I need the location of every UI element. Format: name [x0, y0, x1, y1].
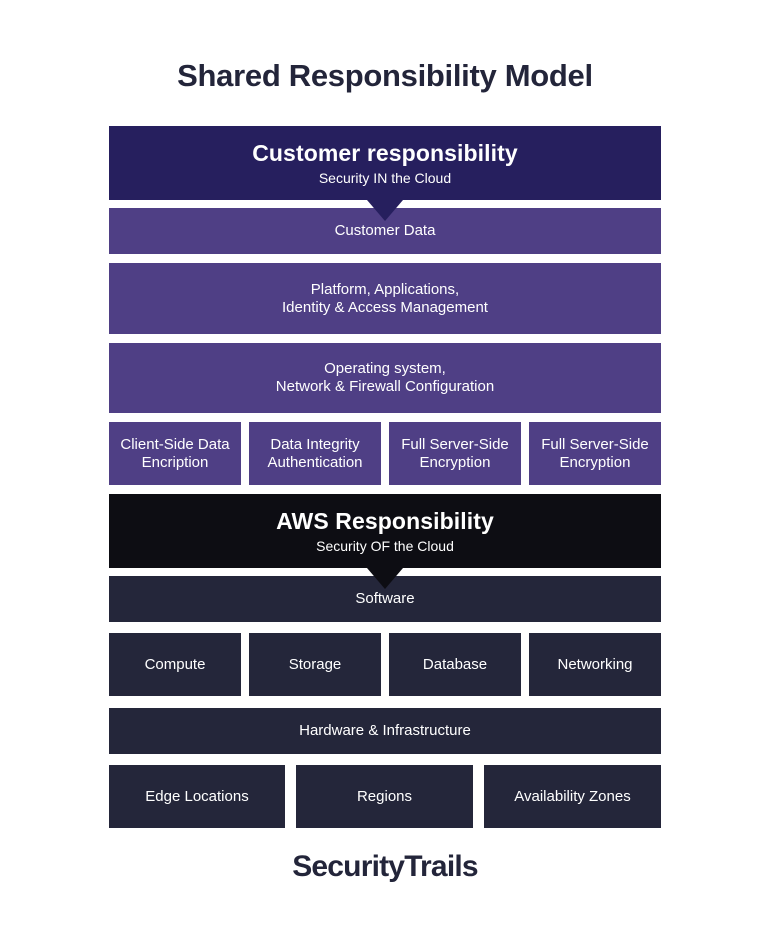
service-cell: Database	[389, 633, 521, 696]
service-label: Database	[422, 655, 488, 673]
encryption-cell: Full Server-Side Encryption	[389, 422, 521, 485]
platform-row: Platform, Applications, Identity & Acces…	[109, 263, 661, 334]
encryption-cell: Client-Side Data Encription	[109, 422, 241, 485]
software-label: Software	[355, 590, 415, 607]
service-label: Storage	[288, 655, 342, 673]
securitytrails-logo: SecurityTrails	[292, 850, 478, 883]
customer-data-label: Customer Data	[334, 222, 436, 239]
encryption-cell-label: Full Server-Side Encryption	[401, 435, 509, 471]
encryption-cell-label: Client-Side Data Encription	[120, 435, 230, 471]
customer-header-subtitle: Security IN the Cloud	[318, 170, 452, 186]
customer-header-arrow	[367, 200, 403, 221]
hardware-label: Hardware & Infrastructure	[299, 722, 471, 739]
customer-header: Customer responsibility Security IN the …	[109, 126, 661, 200]
service-cell: Storage	[249, 633, 381, 696]
aws-header-arrow	[367, 568, 403, 589]
infra-cell: Regions	[296, 765, 473, 828]
infra-label: Regions	[356, 787, 413, 805]
service-cell: Compute	[109, 633, 241, 696]
encryption-cell: Data Integrity Authentication	[249, 422, 381, 485]
aws-header-subtitle: Security OF the Cloud	[316, 538, 454, 554]
platform-label: Platform, Applications, Identity & Acces…	[282, 280, 488, 316]
aws-header: AWS Responsibility Security OF the Cloud	[109, 494, 661, 568]
service-cell: Networking	[529, 633, 661, 696]
encryption-cell: Full Server-Side Encryption	[529, 422, 661, 485]
infra-cell: Availability Zones	[484, 765, 661, 828]
hardware-row: Hardware & Infrastructure	[109, 708, 661, 754]
service-label: Compute	[144, 655, 206, 673]
infra-label: Availability Zones	[514, 787, 631, 805]
infra-label: Edge Locations	[145, 787, 249, 805]
customer-header-title: Customer responsibility	[252, 140, 518, 166]
encryption-cell-label: Data Integrity Authentication	[267, 435, 363, 471]
os-network-label: Operating system, Network & Firewall Con…	[275, 360, 495, 395]
page-title: Shared Responsibility Model	[177, 58, 593, 93]
infra-cell: Edge Locations	[109, 765, 285, 828]
aws-header-title: AWS Responsibility	[276, 508, 494, 534]
os-network-row: Operating system, Network & Firewall Con…	[109, 343, 661, 413]
encryption-cell-label: Full Server-Side Encryption	[541, 435, 649, 471]
service-label: Networking	[557, 655, 633, 673]
